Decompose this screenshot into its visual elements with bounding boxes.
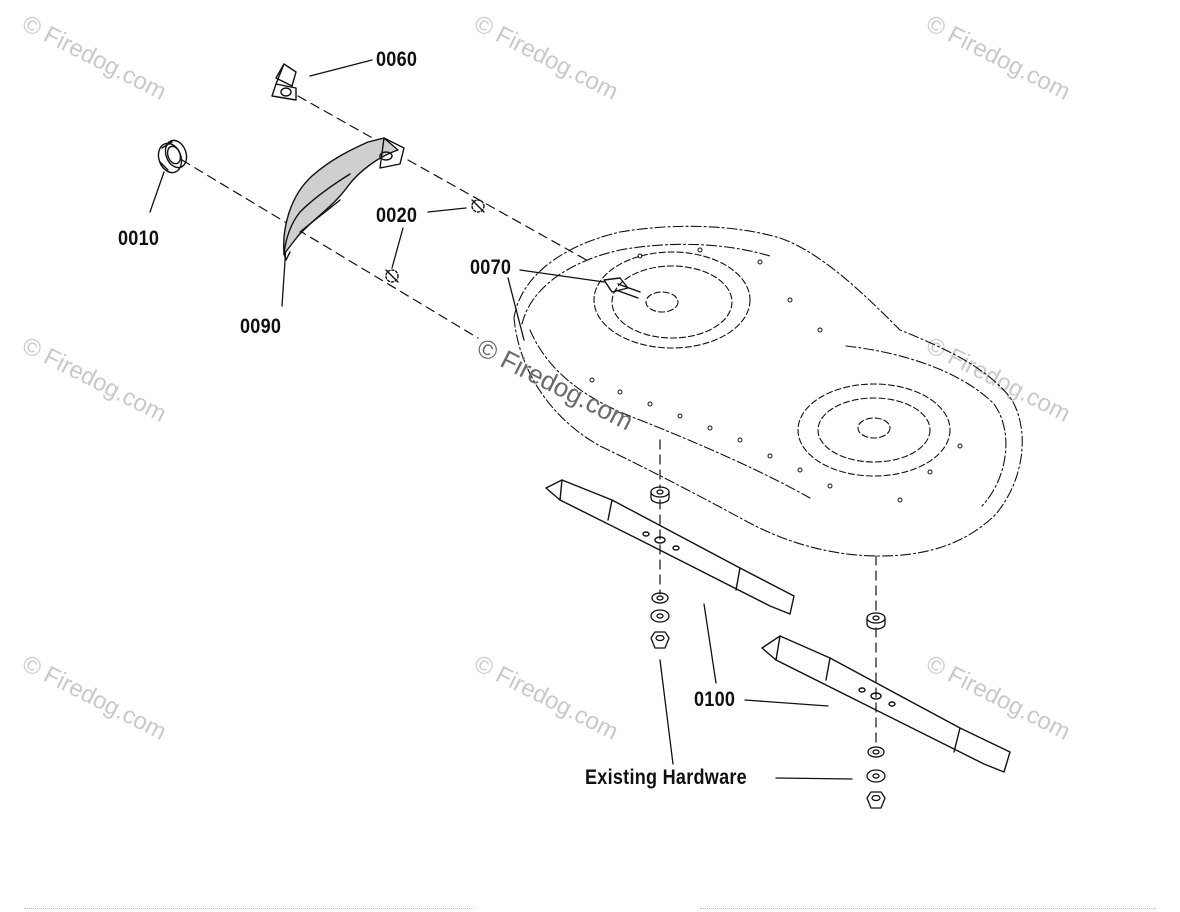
deck-rivets <box>589 247 963 503</box>
part-0060-thumb-nut <box>271 63 297 101</box>
callout-0060: 0060 <box>376 48 418 71</box>
assembly-lines <box>181 95 877 747</box>
part-0090-deflector <box>283 137 405 261</box>
blade-right <box>761 635 1011 773</box>
divider <box>700 908 1156 909</box>
hardware-right <box>866 612 886 809</box>
callout-0010: 0010 <box>118 227 160 250</box>
mower-deck <box>513 225 1023 557</box>
divider <box>24 908 474 909</box>
callout-0090: 0090 <box>240 315 282 338</box>
part-0020-washer <box>385 269 399 283</box>
callout-0020: 0020 <box>376 204 418 227</box>
callout-existing-hardware: Existing Hardware <box>585 766 747 789</box>
hardware-left <box>650 486 670 649</box>
deck-left-spindle <box>593 251 751 349</box>
blade-left <box>545 479 795 615</box>
leader-lines <box>149 59 853 780</box>
deck-right-spindle <box>797 383 951 477</box>
callout-0070: 0070 <box>470 256 512 279</box>
callout-0100: 0100 <box>694 688 736 711</box>
part-0070-bolt <box>603 277 641 299</box>
part-0010-knob <box>157 139 188 174</box>
part-0020-washer <box>471 199 485 213</box>
